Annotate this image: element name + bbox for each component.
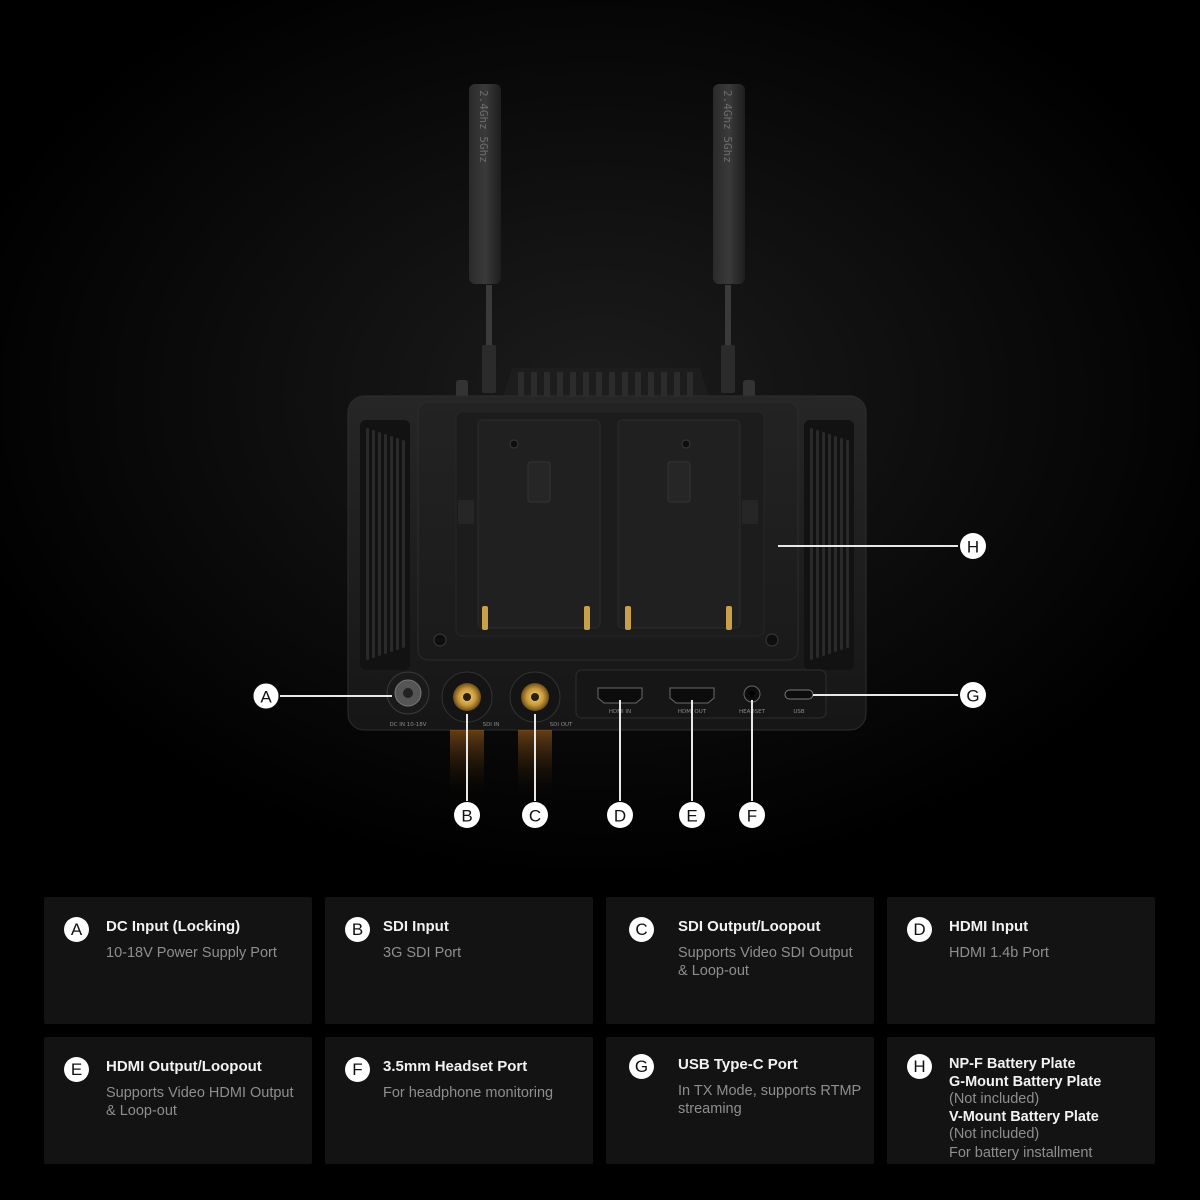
device-svg: 2.4Ghz 5Ghz 2.4Ghz 5Ghz	[0, 0, 1200, 880]
card-desc: For headphone monitoring	[383, 1085, 554, 1101]
dc-input-port: DC IN 10-18V	[386, 671, 430, 728]
battery-plate	[417, 401, 799, 661]
vent-slot	[846, 440, 849, 648]
card-desc: In TX Mode, supports RTMP streaming	[678, 1083, 861, 1117]
heatsink-fin	[518, 372, 524, 398]
vent-slot	[810, 428, 813, 660]
callout-e: E	[679, 802, 705, 828]
vent-slot	[390, 436, 393, 652]
badge-b: B	[345, 917, 370, 942]
antenna-left-label: 2.4Ghz 5Ghz	[477, 90, 490, 163]
antenna-right: 2.4Ghz 5Ghz	[713, 84, 745, 393]
callout-b: B	[454, 802, 480, 828]
vent-slot	[384, 434, 387, 654]
svg-text:G: G	[966, 687, 979, 706]
heatsink-fin	[596, 372, 602, 398]
antenna-left: 2.4Ghz 5Ghz	[469, 84, 501, 393]
sdi-out-label: SDI OUT	[550, 722, 573, 728]
card-title: HDMI Output/Loopout	[106, 1058, 262, 1075]
heatsink	[502, 368, 710, 400]
dc-in-label: DC IN 10-18V	[389, 722, 426, 728]
vent-slot	[834, 436, 837, 652]
card-headset-port: F 3.5mm Headset Port For headphone monit…	[325, 1037, 593, 1164]
card-desc: Supports Video SDI Output & Loop-out	[678, 945, 853, 979]
battery-line-3: (Not included)	[949, 1091, 1040, 1107]
svg-text:F: F	[747, 807, 757, 826]
card-sdi-input: B SDI Input 3G SDI Port	[325, 897, 593, 1024]
badge-d: D	[907, 917, 932, 942]
battery-line-4: V-Mount Battery Plate	[949, 1108, 1099, 1125]
card-title: SDI Input	[383, 918, 449, 935]
card-title: 3.5mm Headset Port	[383, 1058, 528, 1075]
heatsink-fin	[531, 372, 537, 398]
card-hdmi-input: D HDMI Input HDMI 1.4b Port	[887, 897, 1155, 1024]
card-hdmi-output: E HDMI Output/Loopout Supports Video HDM…	[44, 1037, 312, 1164]
antenna-right-label: 2.4Ghz 5Ghz	[721, 90, 734, 163]
svg-text:C: C	[529, 807, 541, 826]
heatsink-fin	[544, 372, 550, 398]
badge-g: G	[629, 1054, 654, 1079]
heatsink-fin	[570, 372, 576, 398]
battery-line-6: For battery installment	[949, 1144, 1093, 1161]
svg-text:D: D	[614, 807, 626, 826]
heatsink-fin	[674, 372, 680, 398]
svg-text:H: H	[967, 538, 979, 557]
battery-line-5: (Not included)	[949, 1126, 1040, 1142]
card-desc: Supports Video HDMI Output & Loop-out	[106, 1085, 294, 1119]
vent-slot	[840, 438, 843, 650]
heatsink-fin	[648, 372, 654, 398]
vent-slot	[366, 428, 369, 660]
svg-text:E: E	[686, 807, 697, 826]
port-panel: DC IN 10-18V SDI IN SDI OUT HDMI IN HDMI…	[386, 669, 827, 728]
badge-h: H	[907, 1054, 932, 1079]
heatsink-fin	[557, 372, 563, 398]
callout-c: C	[522, 802, 548, 828]
card-battery-plate: H NP-F Battery Plate G-Mount Battery Pla…	[887, 1037, 1155, 1164]
callout-a: A	[252, 682, 280, 710]
vent-slot	[396, 438, 399, 650]
card-usb-c: G USB Type-C Port In TX Mode, supports R…	[606, 1037, 874, 1164]
card-title: USB Type-C Port	[678, 1056, 798, 1073]
sdi-out-port: SDI OUT	[509, 671, 573, 728]
card-title: SDI Output/Loopout	[678, 918, 821, 935]
badge-a: A	[64, 917, 89, 942]
vent-slot	[378, 432, 381, 656]
callout-d: D	[607, 802, 633, 828]
battery-line-1: NP-F Battery Plate	[949, 1056, 1076, 1072]
card-sdi-output: C SDI Output/Loopout Supports Video SDI …	[606, 897, 874, 1024]
sdi-in-port: SDI IN	[441, 671, 500, 728]
card-desc: HDMI 1.4b Port	[949, 945, 1049, 961]
vent-slot	[828, 434, 831, 654]
sdi-in-label: SDI IN	[483, 722, 500, 728]
card-desc: 10-18V Power Supply Port	[106, 945, 277, 961]
vent-slot	[816, 430, 819, 658]
vent-slot	[822, 432, 825, 656]
callout-f: F	[739, 802, 765, 828]
heatsink-fin	[687, 372, 693, 398]
card-dc-input: A DC Input (Locking) 10-18V Power Supply…	[44, 897, 312, 1024]
card-title: HDMI Input	[949, 918, 1029, 935]
leader-lines	[280, 545, 958, 801]
callout-h: H	[960, 533, 986, 559]
heatsink-fin	[635, 372, 641, 398]
badge-e: E	[64, 1057, 89, 1082]
battery-line-2: G-Mount Battery Plate	[949, 1073, 1102, 1090]
feature-cards: A DC Input (Locking) 10-18V Power Supply…	[44, 897, 1156, 1165]
badge-c: C	[629, 917, 654, 942]
heatsink-fin	[661, 372, 667, 398]
vent-slot	[402, 440, 405, 648]
heatsink-fin	[622, 372, 628, 398]
vent-slot	[372, 430, 375, 658]
card-desc: 3G SDI Port	[383, 945, 462, 961]
svg-text:A: A	[260, 688, 272, 707]
card-title: DC Input (Locking)	[106, 918, 241, 935]
device-illustration: 2.4Ghz 5Ghz 2.4Ghz 5Ghz	[0, 0, 1200, 880]
badge-f: F	[345, 1057, 370, 1082]
svg-text:B: B	[461, 807, 472, 826]
callout-g: G	[960, 682, 986, 708]
usb-label: USB	[793, 709, 805, 715]
heatsink-fin	[583, 372, 589, 398]
heatsink-fin	[609, 372, 615, 398]
